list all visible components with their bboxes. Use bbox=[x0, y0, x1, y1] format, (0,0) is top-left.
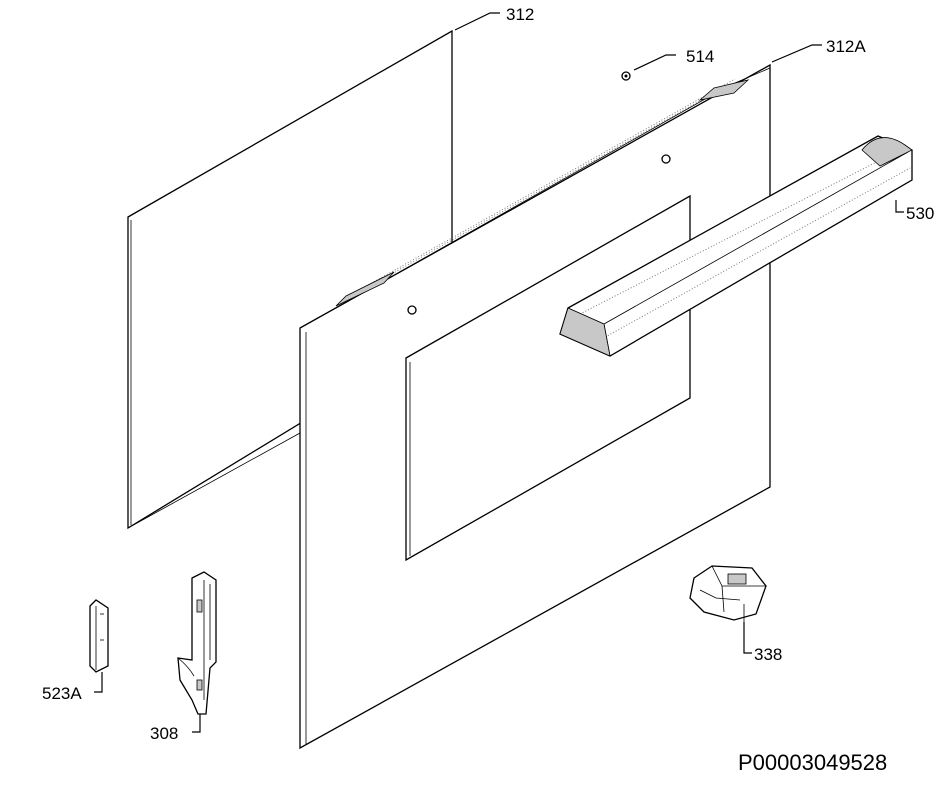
label-308: 308 bbox=[150, 714, 201, 743]
part-338-hinge-bracket bbox=[689, 565, 767, 622]
svg-text:338: 338 bbox=[754, 645, 782, 664]
svg-text:530: 530 bbox=[906, 204, 934, 223]
svg-text:514: 514 bbox=[686, 47, 714, 66]
label-514: 514 bbox=[633, 47, 714, 71]
label-312: 312 bbox=[454, 5, 534, 31]
label-523A: 523A bbox=[42, 672, 103, 703]
part-523A-clip bbox=[89, 599, 109, 673]
mount-hole-left bbox=[407, 305, 417, 315]
mount-hole-right bbox=[661, 154, 671, 164]
part-308-hinge-arm bbox=[177, 571, 217, 715]
part-530-door-handle bbox=[559, 135, 913, 357]
svg-text:312A: 312A bbox=[826, 37, 866, 56]
part-514-screw bbox=[621, 71, 631, 81]
label-312A: 312A bbox=[771, 37, 866, 63]
label-530: 530 bbox=[895, 200, 934, 223]
reference-code: P00003049528 bbox=[738, 750, 887, 775]
svg-text:308: 308 bbox=[150, 724, 178, 743]
label-338: 338 bbox=[743, 622, 782, 664]
svg-text:312: 312 bbox=[506, 5, 534, 24]
svg-text:523A: 523A bbox=[42, 684, 82, 703]
